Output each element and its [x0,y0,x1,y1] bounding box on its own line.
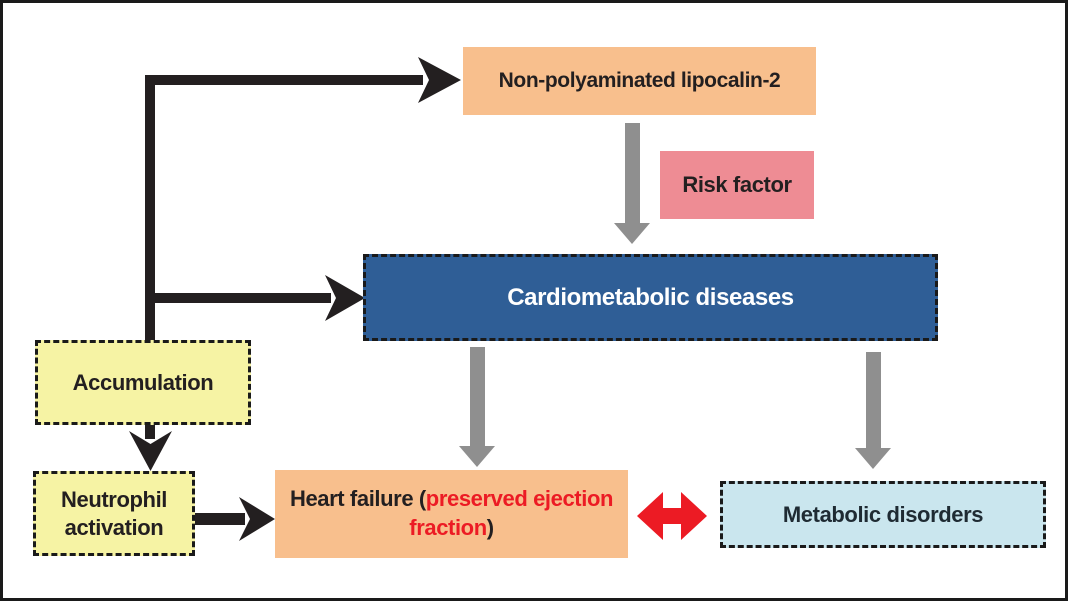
node-label: Heart failure (preserved ejection fracti… [287,485,616,542]
heart-failure-highlight: preserved ejection fraction [409,486,614,540]
node-risk-factor: Risk factor [660,151,814,219]
node-heart-failure: Heart failure (preserved ejection fracti… [275,470,628,558]
arrow-layer [129,57,891,541]
node-label: Cardiometabolic diseases [507,283,794,311]
arrow-trunk-to-cardiometabolic [145,275,365,321]
node-non-polyaminated-lipocalin-2: Non-polyaminated lipocalin-2 [463,47,816,115]
arrow-lipocalin-to-cardiometabolic [614,123,650,244]
node-label: Metabolic disorders [782,501,984,527]
arrow-cardiometabolic-to-metabolic [855,352,891,469]
node-label: Risk factor [682,172,792,197]
node-label: Non-polyaminated lipocalin-2 [498,69,781,92]
arrow-trunk-to-lipocalin [145,57,461,103]
arrow-accumulation-to-neutrophil [129,423,172,471]
node-cardiometabolic-diseases: Cardiometabolic diseases [363,254,938,341]
node-metabolic-disorders: Metabolic disorders [720,481,1046,548]
heart-failure-prefix: Heart failure ( [289,486,426,512]
arrow-trunk-line [145,75,155,343]
arrow-cardiometabolic-to-heart-failure [459,347,495,467]
node-accumulation: Accumulation [35,340,251,425]
heart-failure-suffix: ) [486,515,494,540]
node-neutrophil-activation: Neutrophil activation [33,471,195,556]
node-label: Neutrophil activation [61,487,167,540]
arrow-neutrophil-to-heart-failure [195,497,275,541]
arrow-bidirectional-red [637,492,707,540]
node-label: Accumulation [72,369,214,395]
